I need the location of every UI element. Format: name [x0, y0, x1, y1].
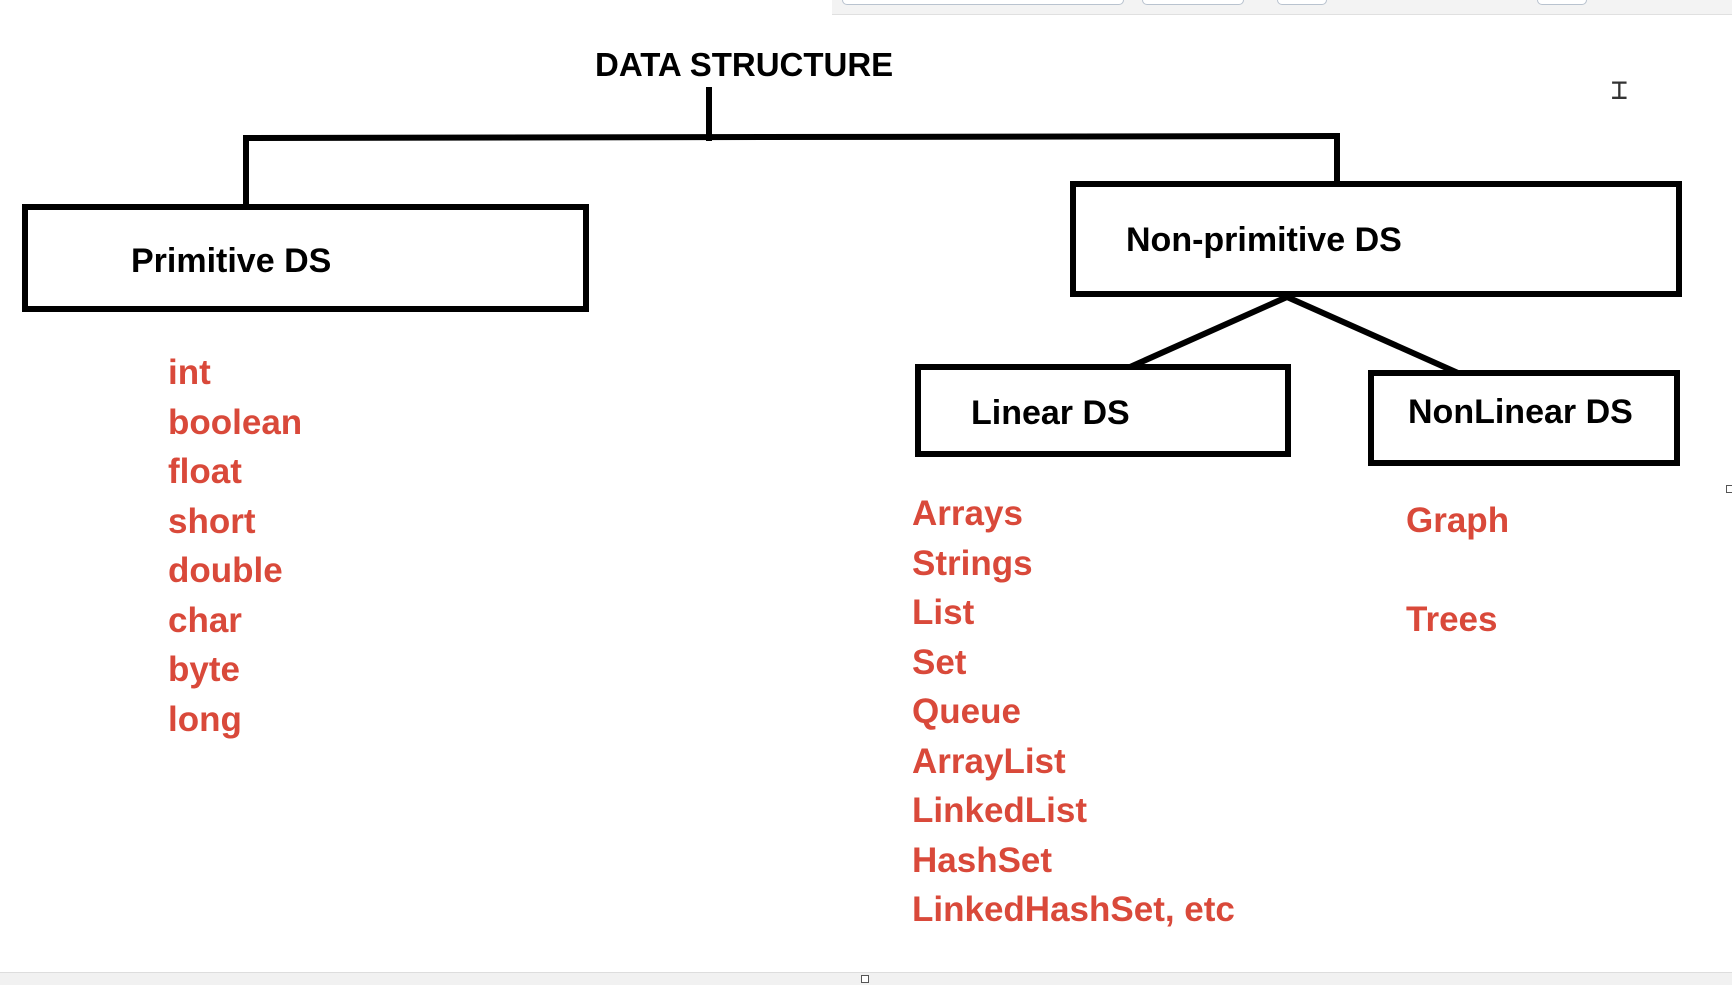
- non-primitive-ds-label: Non-primitive DS: [1126, 221, 1402, 259]
- root-title: DATA STRUCTURE: [595, 46, 894, 83]
- primitive-ds-items: int boolean float short double char byte long: [168, 348, 302, 744]
- primitive-ds-item: short: [168, 501, 256, 541]
- primitive-ds-item: boolean: [168, 402, 303, 442]
- root-bar: [242, 132, 1341, 142]
- nonlinear-ds-item: Graph: [1406, 501, 1510, 540]
- primitive-ds-item: float: [168, 452, 242, 491]
- linear-connector: [1126, 293, 1291, 371]
- resize-handle[interactable]: [1726, 485, 1732, 493]
- primitive-ds-item: char: [168, 600, 242, 640]
- nonlinear-ds-item: [1406, 546, 1509, 596]
- nonlinear-ds-item: Trees: [1406, 600, 1498, 639]
- linear-ds-item: Strings: [912, 543, 1033, 583]
- primitive-ds-label: Primitive DS: [131, 242, 332, 280]
- top-toolbar-strip: [832, 0, 1732, 15]
- linear-ds-item: HashSet: [912, 840, 1053, 880]
- primitive-ds-item: long: [168, 699, 242, 739]
- primitive-ds-box: Primitive DS: [22, 204, 589, 312]
- linear-ds-item: LinkedHashSet, etc: [912, 890, 1235, 929]
- linear-ds-item: Arrays: [912, 494, 1023, 533]
- non-primitive-ds-box: Non-primitive DS: [1070, 181, 1682, 297]
- linear-ds-item: List: [912, 593, 975, 632]
- linear-ds-label: Linear DS: [971, 394, 1130, 432]
- primitive-ds-item: int: [168, 353, 211, 392]
- nonlinear-connector: [1283, 293, 1462, 377]
- nonlinear-ds-box: NonLinear DS: [1368, 370, 1680, 466]
- linear-ds-item: LinkedList: [912, 791, 1088, 830]
- resize-handle[interactable]: [861, 975, 869, 983]
- linear-ds-item: Queue: [912, 692, 1021, 731]
- text-cursor-icon: ⌶: [1611, 73, 1628, 106]
- primitive-ds-item: double: [168, 551, 283, 590]
- linear-ds-box: Linear DS: [915, 364, 1291, 457]
- primitive-ds-item: byte: [168, 650, 240, 689]
- linear-ds-item: Set: [912, 642, 967, 682]
- nonlinear-ds-label: NonLinear DS: [1408, 393, 1633, 431]
- linear-ds-item: ArrayList: [912, 741, 1066, 781]
